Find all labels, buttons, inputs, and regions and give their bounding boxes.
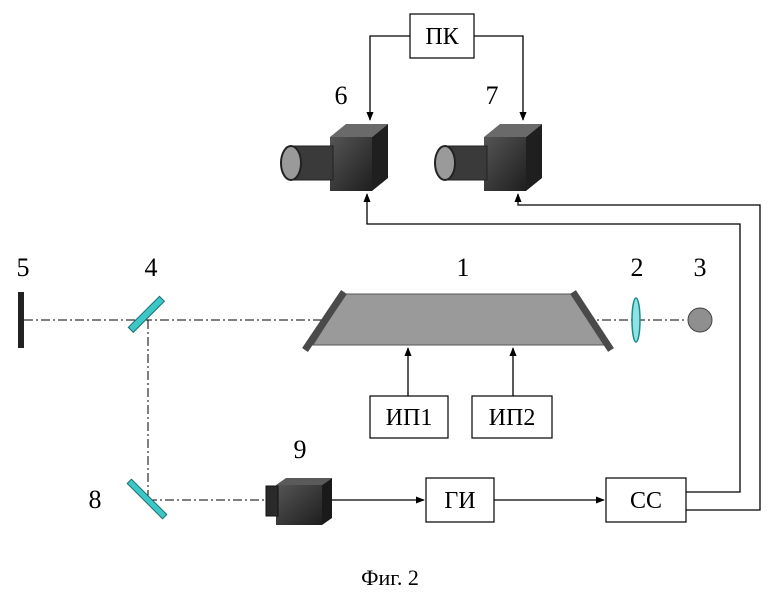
box-ip1-label: ИП1: [386, 405, 433, 431]
box-ip2-label: ИП2: [489, 405, 536, 431]
label-3: 3: [694, 253, 707, 282]
label-7: 7: [486, 81, 499, 110]
label-2: 2: [631, 253, 644, 282]
ss-to-camera7-arrow: [518, 194, 760, 510]
lens-2: [632, 298, 640, 342]
ball-3: [688, 308, 712, 332]
end-mirror-5: [18, 292, 24, 348]
box-pk-label: ПК: [425, 24, 459, 50]
box-gi: ГИ: [426, 478, 494, 522]
pk-to-camera6-arrow: [370, 36, 410, 120]
box-gi-label: ГИ: [444, 488, 475, 514]
label-1: 1: [457, 253, 470, 282]
box-ip1: ИП1: [370, 396, 448, 438]
label-4: 4: [145, 253, 158, 282]
label-5: 5: [17, 253, 30, 282]
beam-splitter-4: [128, 296, 164, 332]
camera-6: [281, 124, 388, 191]
box-ss: СС: [606, 478, 686, 522]
camera-7: [435, 124, 542, 191]
box-pk: ПК: [410, 14, 474, 58]
box-ss-label: СС: [630, 488, 662, 514]
active-element-1: [305, 292, 611, 350]
label-8: 8: [89, 485, 102, 514]
pk-to-camera7-arrow: [474, 36, 523, 120]
box-ip2: ИП2: [472, 396, 552, 438]
beam-paths: [24, 320, 686, 500]
label-9: 9: [294, 435, 307, 464]
mirror-8: [127, 479, 167, 519]
label-6: 6: [335, 81, 348, 110]
figure-caption: Фиг. 2: [361, 565, 419, 590]
device-9: [266, 478, 332, 525]
